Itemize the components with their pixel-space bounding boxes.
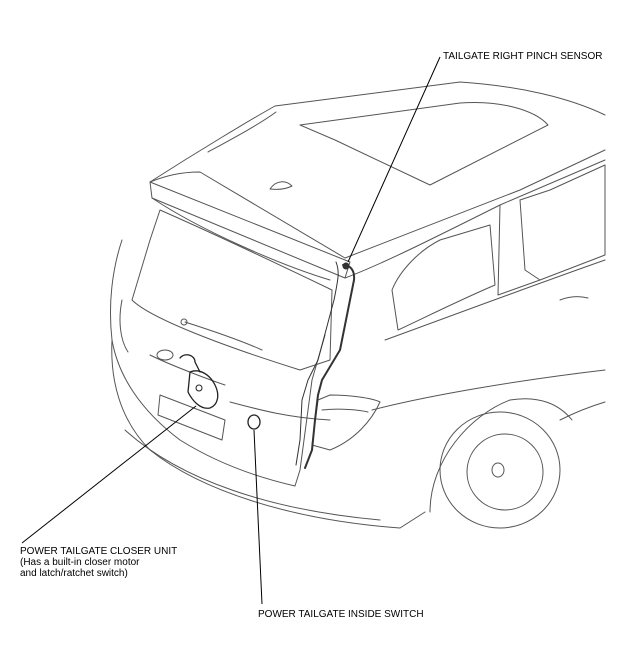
wiper — [184, 321, 263, 351]
pinch-sensor-strip-inner — [295, 261, 339, 466]
bumper-edge — [124, 429, 381, 521]
rocker — [559, 401, 606, 421]
inside-switch-label: POWER TAILGATE INSIDE SWITCH — [258, 609, 424, 620]
roof-outline — [149, 81, 606, 183]
tailgate-outline — [109, 239, 326, 487]
wiper-pivot — [180, 318, 188, 326]
pinch-sensor-strip — [304, 264, 356, 469]
spoiler-bottom — [151, 197, 331, 281]
closer-unit-bracket — [179, 354, 201, 373]
side-character-line — [371, 369, 606, 411]
rear-side-window — [391, 224, 496, 331]
tail-light-left — [119, 299, 129, 353]
sunroof-outline — [299, 101, 549, 186]
shark-fin — [269, 181, 293, 190]
inside-switch-shape — [247, 414, 261, 430]
roof-side-edge — [344, 149, 606, 259]
pinch-sensor-label: TAILGATE RIGHT PINCH SENSOR — [443, 51, 603, 62]
closer-unit-label-group: POWER TAILGATE CLOSER UNIT (Has a built-… — [20, 546, 177, 579]
rear-window — [131, 209, 333, 371]
license-plate — [157, 394, 226, 441]
garnish-bar — [229, 401, 331, 421]
tail-light-right — [311, 394, 381, 451]
door-window — [519, 164, 606, 281]
closer-unit-note-line-1: (Has a built-in closer motor — [20, 557, 140, 568]
tail-light-inner — [321, 408, 369, 413]
license-frame — [149, 354, 226, 386]
pinch-sensor-leader — [347, 56, 441, 263]
c-pillar — [497, 204, 541, 296]
quarter-panel — [344, 159, 606, 279]
rear-spoiler — [149, 181, 351, 279]
closer-unit-label: POWER TAILGATE CLOSER UNIT — [20, 546, 178, 557]
belt-line — [384, 259, 606, 341]
roof-rail — [207, 111, 277, 153]
rim — [466, 433, 544, 511]
inside-switch-leader — [253, 429, 263, 605]
hub — [491, 462, 505, 478]
roof-rear-edge — [149, 171, 346, 259]
wheel-arch — [429, 398, 573, 513]
closer-unit-leader — [21, 405, 197, 544]
bumper-lower — [111, 339, 426, 529]
closer-unit-note-line-2: and latch/ratchet switch) — [20, 568, 128, 579]
tire — [439, 411, 561, 529]
door-handle — [559, 296, 589, 301]
closer-unit-body — [187, 370, 219, 409]
emblem — [156, 349, 174, 361]
